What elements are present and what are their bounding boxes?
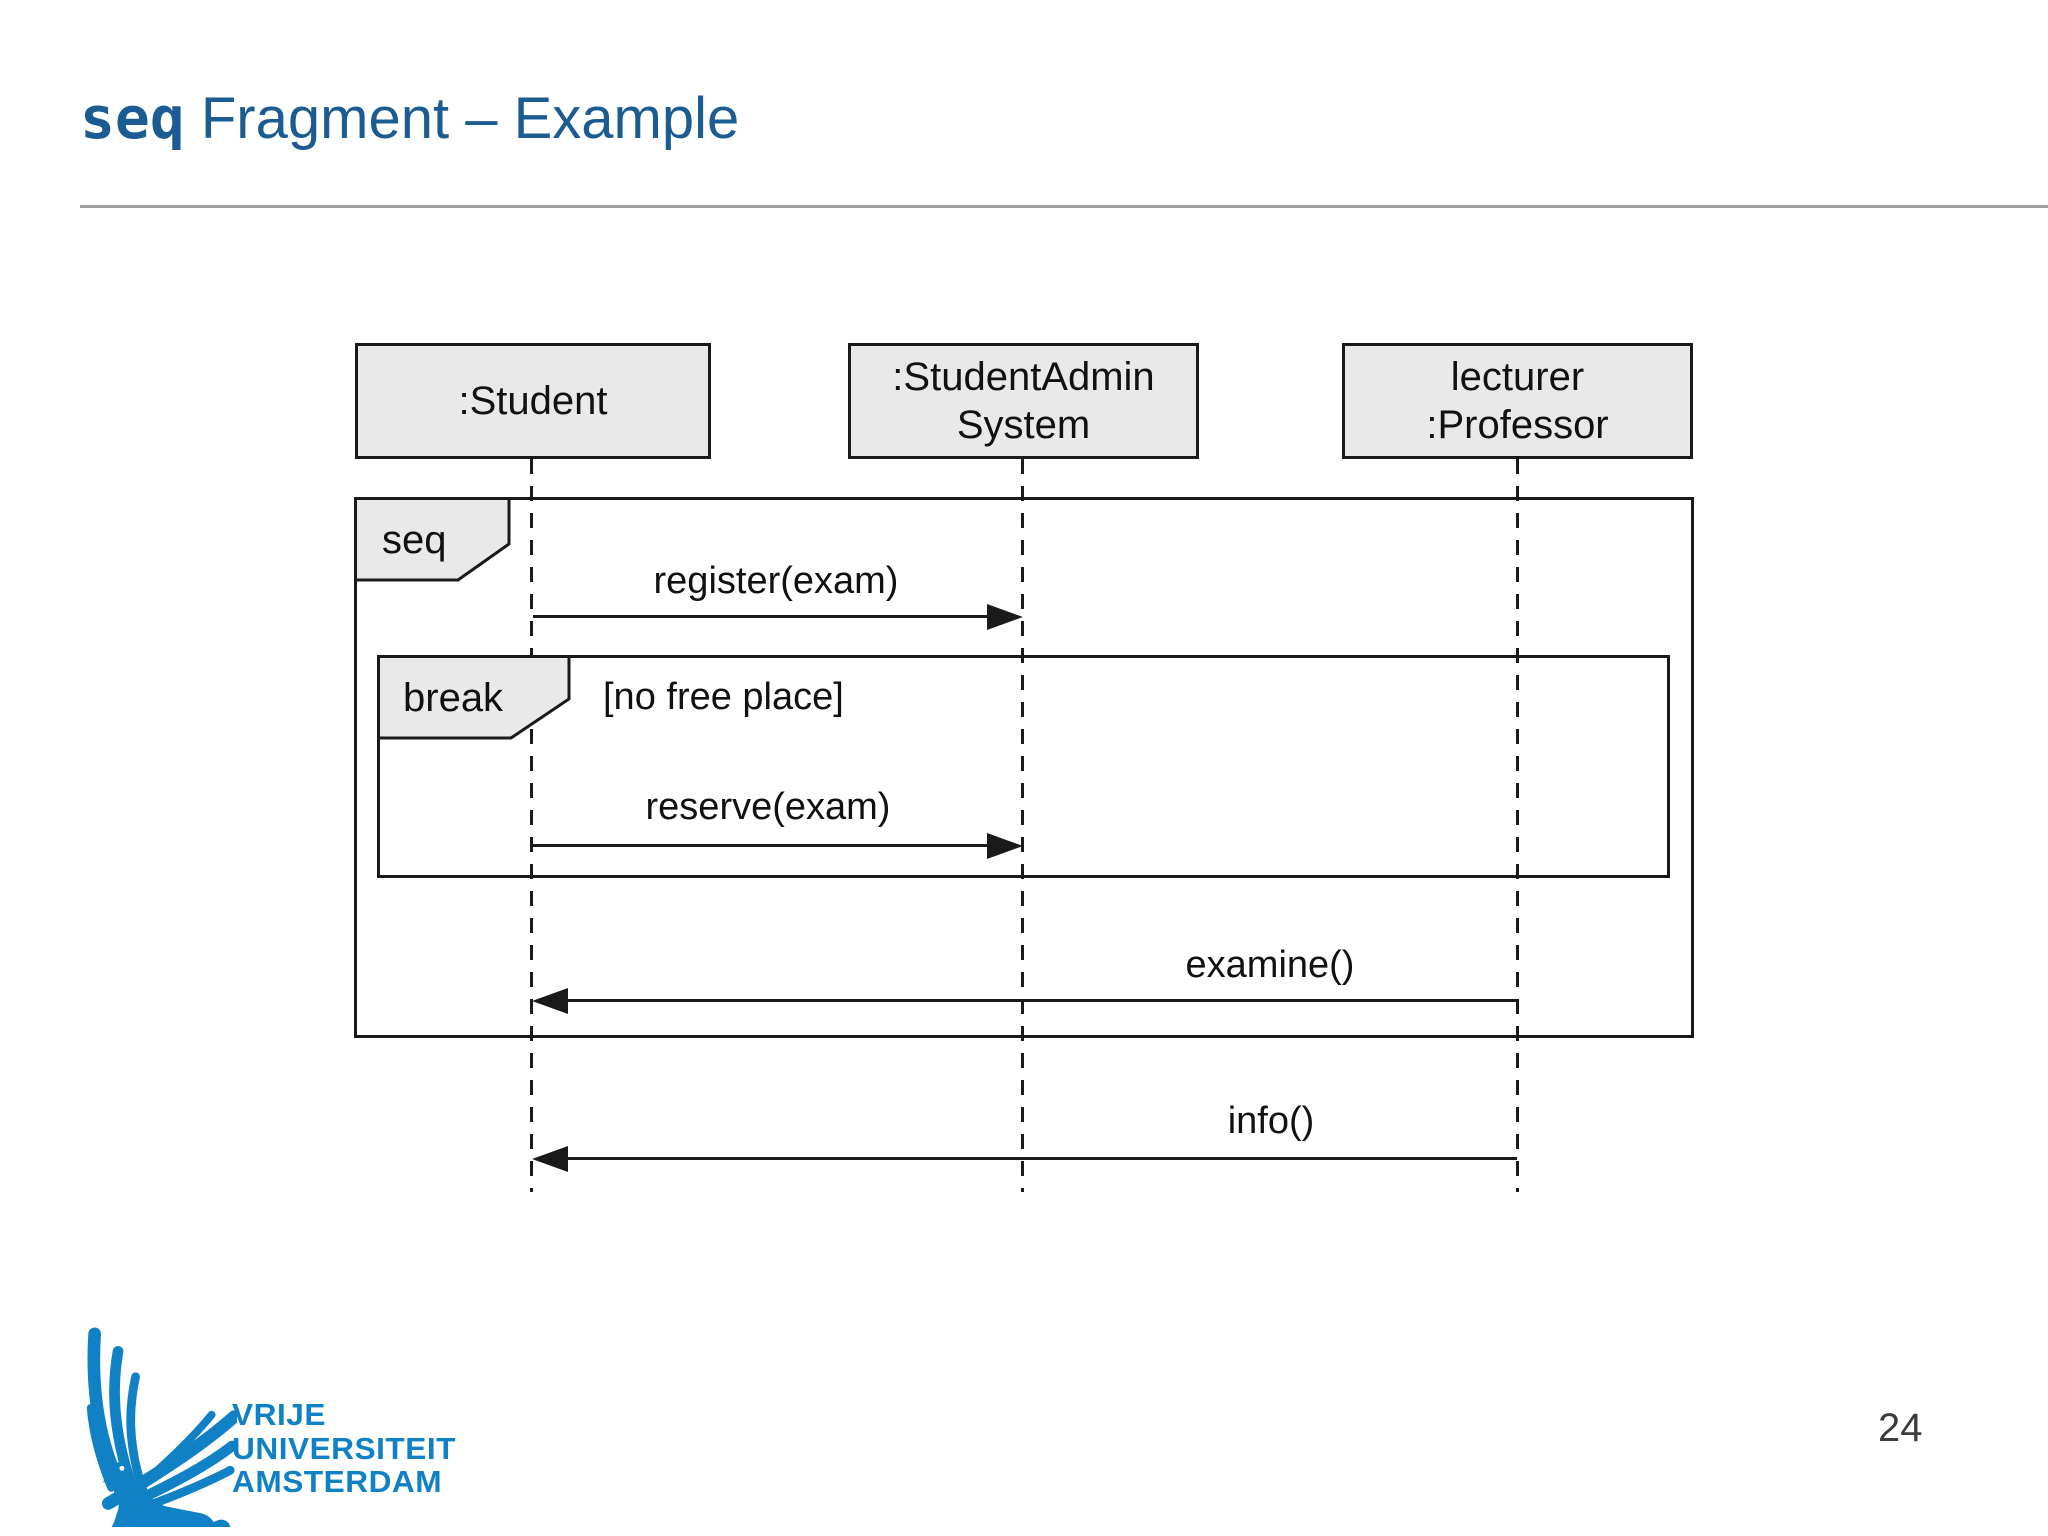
title-keyword: seq: [80, 84, 185, 152]
fragment-seq-operator-pentagon: seq: [354, 497, 511, 582]
title-rest: Fragment – Example: [184, 86, 740, 151]
vu-logo-wordmark: VRIJE UNIVERSITEIT AMSTERDAM: [232, 1398, 456, 1499]
lifeline-label: lecturer: [1450, 355, 1585, 399]
lifeline-label: :Student: [458, 379, 608, 423]
lifeline-label: :Professor: [1426, 403, 1609, 447]
page-number: 24: [1878, 1406, 1923, 1450]
lifeline-head-student: :Student: [355, 343, 711, 459]
arrowhead-right-icon: [987, 832, 1023, 859]
message-line-reserve: [533, 844, 991, 847]
message-label-examine: examine(): [1185, 944, 1355, 986]
fragment-break: break: [377, 655, 1670, 878]
break-guard-label: [no free place]: [603, 676, 844, 718]
arrowhead-right-icon: [987, 603, 1023, 630]
lifeline-head-professor: lecturer :Professor: [1342, 343, 1693, 459]
page-title: seq Fragment – Example: [80, 84, 739, 152]
title-divider: [80, 205, 2048, 208]
message-line-register: [533, 615, 991, 618]
message-label-reserve: reserve(exam): [645, 786, 891, 828]
arrowhead-left-icon: [532, 1145, 568, 1172]
fragment-seq: seq: [354, 497, 1694, 1038]
fragment-break-operator-pentagon: break: [377, 655, 571, 740]
fragment-operator-label: seq: [382, 518, 447, 562]
logo-line-universiteit: UNIVERSITEIT: [232, 1430, 456, 1466]
logo-line-vrije: VRIJE: [232, 1397, 326, 1432]
vu-logo: VRIJE UNIVERSITEIT AMSTERDAM: [42, 1322, 522, 1536]
message-label-info: info(): [1227, 1100, 1315, 1142]
logo-line-amsterdam: AMSTERDAM: [232, 1464, 443, 1499]
lifeline-studentadminsystem: [1021, 459, 1024, 1192]
fragment-operator-label: break: [403, 676, 504, 720]
lifeline-student: [530, 459, 533, 1192]
lifeline-label: System: [956, 403, 1091, 447]
lifeline-label: :StudentAdmin: [892, 355, 1155, 399]
message-line-examine: [566, 999, 1517, 1002]
vu-griffin-logo-icon: [86, 1327, 241, 1536]
message-label-register: register(exam): [653, 560, 899, 602]
message-line-info: [566, 1157, 1517, 1160]
lifeline-professor: [1516, 459, 1519, 1192]
arrowhead-left-icon: [532, 987, 568, 1014]
lifeline-head-studentadminsystem: :StudentAdmin System: [848, 343, 1199, 459]
